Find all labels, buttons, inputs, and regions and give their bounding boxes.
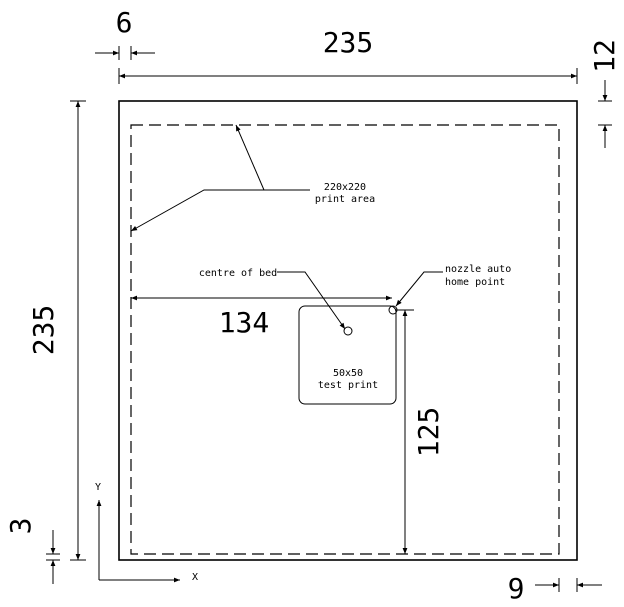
print-area-label-line2: print area: [315, 194, 375, 205]
test-print-label-line1: 50x50: [333, 368, 363, 379]
axes-indicator: Y X: [95, 482, 198, 583]
right-offset-text: 9: [508, 572, 525, 605]
print-area-outline: [130, 124, 560, 555]
dimension-bed-width: 235: [118, 26, 578, 84]
dimension-bottom-offset: 3: [4, 518, 60, 584]
centre-of-bed-label: centre of bed: [199, 268, 277, 279]
axis-y-label: Y: [95, 482, 101, 493]
nozzle-label-line2: home point: [445, 277, 505, 288]
bed-height-text: 235: [27, 305, 60, 356]
bed-width-text: 235: [323, 26, 374, 59]
centre-of-bed-callout: centre of bed: [199, 268, 346, 330]
left-offset-text: 6: [116, 6, 133, 39]
top-offset-text: 12: [588, 39, 621, 73]
home-y-text: 125: [412, 407, 445, 458]
home-x-text: 134: [219, 306, 270, 339]
test-print-label-line2: test print: [318, 380, 378, 391]
centre-of-bed-marker: [343, 326, 353, 336]
dimension-left-offset: 6: [95, 6, 155, 60]
dimension-right-offset: 9: [508, 572, 602, 605]
dimension-home-x: 134: [131, 295, 392, 339]
axis-x-label: X: [192, 572, 198, 583]
test-print-outline: [298, 305, 397, 405]
bed-outline: [118, 100, 578, 561]
dimension-top-offset: 12: [588, 39, 621, 148]
dimension-bed-height: 235: [27, 100, 86, 561]
print-area-callout: 220x220 print area: [130, 124, 375, 232]
nozzle-label-line1: nozzle auto: [445, 264, 511, 275]
print-area-label-line1: 220x220: [324, 182, 366, 193]
nozzle-home-callout: nozzle auto home point: [395, 264, 511, 307]
bottom-offset-text: 3: [4, 518, 37, 535]
dimension-home-y: 125: [395, 309, 445, 554]
